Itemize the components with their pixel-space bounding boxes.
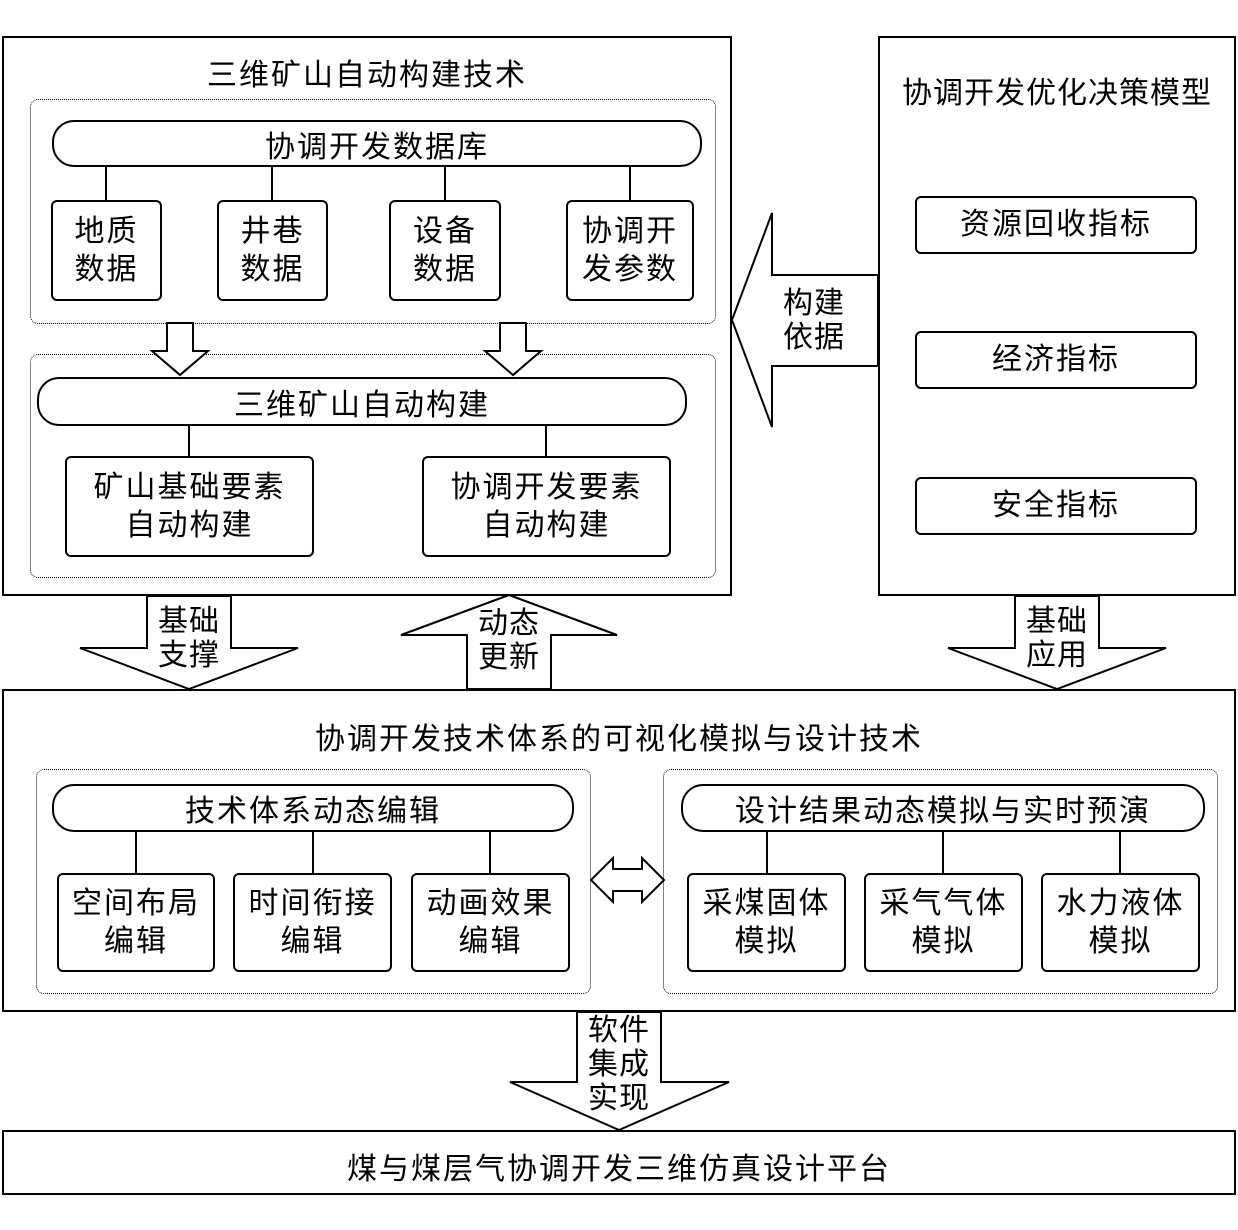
coordination-elements-box: 协调开发要素 自动构建: [422, 456, 671, 557]
construction-group: [30, 354, 716, 578]
bottom-panel: [2, 1130, 1236, 1195]
right-title: 协调开发优化决策模型: [902, 76, 1212, 111]
bottom-title: 煤与煤层气协调开发三维仿真设计平台: [347, 1152, 891, 1187]
coordination-params-box: 协调开 发参数: [566, 200, 694, 301]
spatial-layout-box: 空间布局 编辑: [57, 873, 215, 972]
software-label: 软件 集成 实现: [588, 1013, 650, 1116]
edit-pill: 技术体系动态编辑: [52, 784, 574, 832]
time-link-box: 时间衔接 编辑: [233, 873, 392, 972]
hydraulic-box: 水力液体 模拟: [1041, 873, 1200, 972]
sim-pill: 设计结果动态模拟与实时预演: [681, 784, 1205, 832]
double-arrow: [589, 855, 666, 905]
roadway-data-box: 井巷 数据: [217, 200, 328, 301]
geology-data-box: 地质 数据: [51, 200, 162, 301]
resource-recovery-box: 资源回收指标: [915, 196, 1197, 254]
construction-pill: 三维矿山自动构建: [37, 377, 687, 426]
update-arrow: [400, 593, 618, 690]
down-arrow-left: [149, 322, 211, 377]
update-label: 动态 更新: [478, 606, 540, 675]
animation-box: 动画效果 编辑: [411, 873, 570, 972]
middle-title: 协调开发技术体系的可视化模拟与设计技术: [315, 722, 923, 757]
edit-group: [36, 769, 591, 994]
database-group: [30, 99, 716, 324]
support-arrow: [79, 595, 299, 691]
apply-arrow: [947, 595, 1167, 691]
software-arrow: [509, 1011, 730, 1132]
equipment-data-box: 设备 数据: [389, 200, 501, 301]
coal-solid-box: 采煤固体 模拟: [687, 873, 846, 972]
economic-box: 经济指标: [915, 331, 1197, 389]
safety-box: 安全指标: [915, 477, 1197, 535]
down-arrow-right: [482, 322, 544, 377]
basis-label: 构建 依据: [783, 286, 845, 355]
database-pill: 协调开发数据库: [52, 120, 702, 167]
basis-arrow: [730, 212, 879, 428]
basic-elements-box: 矿山基础要素 自动构建: [65, 456, 314, 557]
support-label: 基础 支撑: [158, 604, 220, 673]
top-left-title: 三维矿山自动构建技术: [207, 58, 527, 93]
gas-box: 采气气体 模拟: [864, 873, 1023, 972]
apply-label: 基础 应用: [1026, 604, 1088, 673]
